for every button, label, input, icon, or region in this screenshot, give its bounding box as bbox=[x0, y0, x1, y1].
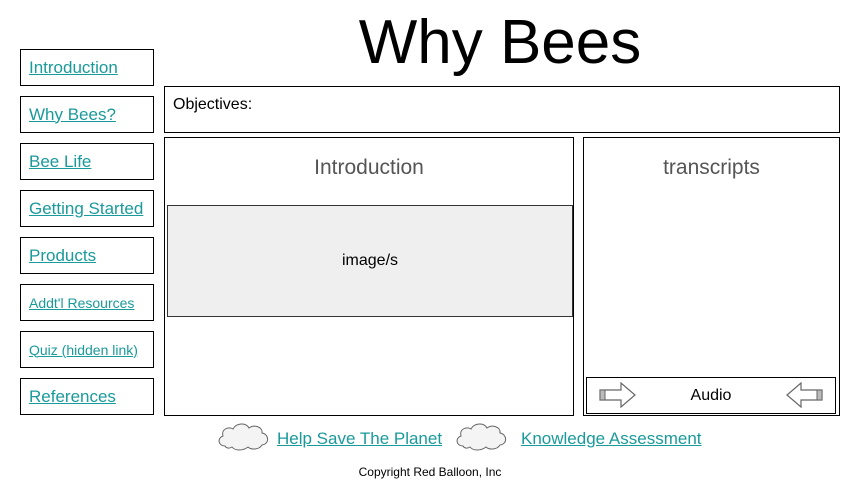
arrow-right-icon[interactable] bbox=[599, 382, 637, 408]
sidebar-link-label[interactable]: Products bbox=[29, 245, 97, 265]
copyright-text: Copyright Red Balloon, Inc bbox=[358, 465, 502, 479]
arrow-left-icon[interactable] bbox=[785, 382, 823, 408]
transcripts-heading: transcripts bbox=[663, 156, 760, 179]
sidebar-link-label[interactable]: References bbox=[29, 386, 116, 406]
sidebar-item-quiz[interactable]: Quiz (hidden link) bbox=[20, 331, 154, 368]
cloud-icon bbox=[456, 423, 507, 451]
objectives-label: Objectives: bbox=[173, 96, 253, 113]
page-title: Why Bees bbox=[358, 8, 642, 77]
sidebar-link-label[interactable]: Introduction bbox=[29, 57, 118, 77]
sidebar-item-getting-started[interactable]: Getting Started bbox=[20, 190, 154, 227]
sidebar-item-products[interactable]: Products bbox=[20, 237, 154, 274]
image-placeholder-label: image/s bbox=[341, 252, 399, 269]
knowledge-assessment-link[interactable]: Knowledge Assessment bbox=[521, 429, 702, 448]
content-heading: Introduction bbox=[314, 156, 424, 179]
audio-controls: Audio bbox=[586, 377, 836, 414]
transcripts-panel: transcripts Audio bbox=[583, 137, 840, 416]
cloud-icon bbox=[218, 423, 269, 451]
objectives-box: Objectives: bbox=[164, 86, 840, 133]
audio-label: Audio bbox=[690, 387, 732, 404]
image-placeholder: image/s bbox=[167, 205, 573, 317]
sidebar-item-references[interactable]: References bbox=[20, 378, 154, 415]
sidebar-link-label[interactable]: Getting Started bbox=[29, 198, 144, 218]
sidebar-item-introduction[interactable]: Introduction bbox=[20, 49, 154, 86]
sidebar-item-addtl-resources[interactable]: Addt'l Resources bbox=[20, 284, 154, 321]
sidebar-item-bee-life[interactable]: Bee Life bbox=[20, 143, 154, 180]
help-save-planet-link[interactable]: Help Save The Planet bbox=[277, 429, 443, 448]
sidebar-link-label[interactable]: Addt'l Resources bbox=[29, 294, 135, 311]
sidebar-link-label[interactable]: Bee Life bbox=[29, 151, 92, 171]
content-panel: Introduction image/s bbox=[164, 137, 574, 416]
sidebar-item-why-bees[interactable]: Why Bees? bbox=[20, 96, 154, 133]
sidebar-link-label[interactable]: Why Bees? bbox=[29, 104, 116, 124]
sidebar-link-label[interactable]: Quiz (hidden link) bbox=[29, 341, 138, 358]
